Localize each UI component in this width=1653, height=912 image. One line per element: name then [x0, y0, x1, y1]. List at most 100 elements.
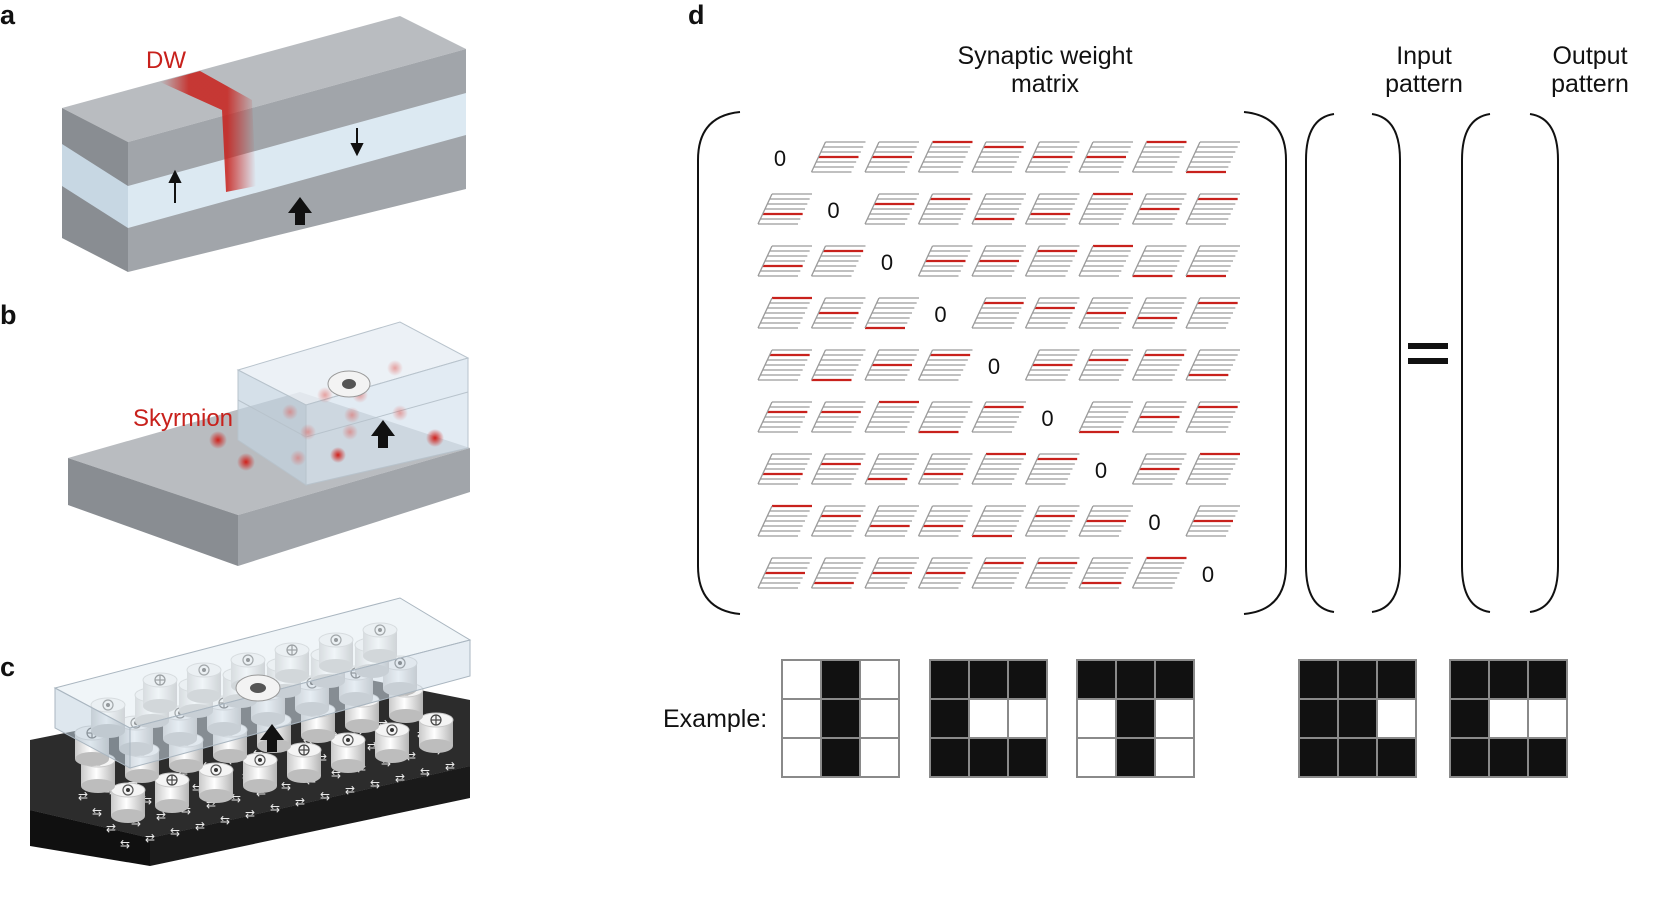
weight-cell-edge	[864, 141, 880, 173]
example-pattern-input	[1298, 659, 1417, 778]
pattern-cell-white	[1527, 698, 1568, 739]
weight-cell	[810, 505, 866, 537]
input-pattern-header-line2: pattern	[1385, 70, 1463, 98]
weight-cell	[1185, 245, 1240, 278]
weight-cell-edge	[810, 453, 827, 485]
panel-c-array-device: ⇆⇄⇆⇄⇆⇄⇆⇄⇆⇄⇆⇄⇆⇄⇄⇆⇄⇆⇄⇆⇄⇆⇄⇆⇄⇆⇄⇆⇆⇄⇆⇄⇆⇄⇆⇄⇆⇄⇆⇄…	[30, 597, 472, 866]
skyrmion-dot-faint	[282, 404, 298, 420]
weight-cell-edge	[757, 401, 773, 433]
pattern-cell-black	[1007, 659, 1048, 700]
nanopillar	[330, 732, 366, 773]
substrate-arrow-icon: ⇄	[106, 821, 116, 835]
pattern-cell-white	[1154, 698, 1195, 739]
weight-cell-edge	[1078, 141, 1094, 173]
pattern-cell-white	[781, 737, 822, 778]
nanopillar-base	[419, 739, 453, 753]
c-read-electrode	[235, 674, 281, 702]
skyrmion-dot-faint	[392, 405, 408, 421]
nanopillar-base	[301, 729, 335, 743]
diagonal-zero: 0	[988, 354, 1000, 379]
sk-glass-layer-line	[237, 399, 307, 438]
substrate-arrow-icon: ⇆	[142, 793, 152, 807]
weight-cell	[757, 245, 812, 277]
diagonal-zero: 0	[881, 250, 893, 275]
pattern-cell-white	[968, 698, 1009, 739]
skyrmion-dot-faint	[317, 387, 333, 403]
weight-cell-edge	[864, 505, 880, 537]
weight-cell	[1078, 192, 1133, 225]
up-arrow-head-icon	[168, 169, 182, 183]
weight-cell	[1024, 557, 1080, 589]
weight-cell-edge	[1131, 297, 1148, 329]
weight-cell	[1078, 297, 1133, 329]
skyrmion-label: Skyrmion	[133, 405, 233, 432]
weight-cell-edge	[1131, 401, 1148, 433]
weight-cell-edge	[757, 557, 773, 589]
weight-cell	[1185, 141, 1240, 174]
weight-cell	[971, 193, 1026, 225]
domain-wall-band	[160, 71, 256, 192]
weight-cell-edge	[864, 557, 880, 589]
nanopillar-base	[111, 809, 145, 823]
weight-cell-edge	[864, 453, 880, 485]
substrate-arrow-icon: ⇆	[92, 805, 102, 819]
nanopillar-base	[287, 769, 321, 783]
weight-cell	[810, 297, 866, 329]
weight-cell	[1131, 193, 1187, 225]
weight-cell	[757, 401, 812, 433]
weight-cell	[1185, 401, 1240, 433]
weight-cell	[1131, 401, 1187, 433]
weight-cell	[1024, 453, 1080, 485]
pattern-cell-black	[1376, 737, 1417, 778]
dw-slab-top-face	[62, 16, 466, 142]
weight-cell	[810, 453, 866, 485]
weight-cell-edge	[810, 297, 827, 329]
pattern-cell-black	[1115, 698, 1156, 739]
sk-glass-side-face	[237, 369, 307, 486]
output-left-bracket	[1461, 113, 1491, 613]
spin-out-of-page-icon-dot	[390, 728, 394, 732]
weight-cell	[971, 141, 1026, 173]
weight-cell-edge	[1078, 297, 1094, 329]
pattern-cell-black	[1376, 659, 1417, 700]
dw-spacer-layer-front	[128, 93, 466, 228]
nanopillar	[110, 782, 146, 823]
weight-cell-edge	[1131, 141, 1148, 173]
weight-cell-edge	[1078, 245, 1094, 277]
weight-cell	[757, 557, 812, 589]
weight-cell-edge	[757, 453, 773, 485]
nanopillar-base	[199, 789, 233, 803]
input-left-bracket	[1305, 113, 1335, 613]
weight-cell	[1131, 349, 1187, 381]
weight-cell-edge	[810, 401, 827, 433]
weight-cell	[757, 349, 812, 381]
matrix-left-bracket	[697, 111, 741, 615]
weight-cell-edge	[1024, 297, 1041, 329]
substrate-arrow-icon: ⇆	[331, 767, 341, 781]
weight-cell	[971, 557, 1026, 589]
weight-cell-edge	[1024, 193, 1041, 225]
spin-out-of-page-icon	[122, 784, 134, 796]
weight-cell	[1185, 349, 1240, 381]
panel-d-letter: d	[688, 0, 705, 30]
diagonal-zero: 0	[1148, 510, 1160, 535]
weight-cell	[917, 245, 973, 277]
weight-cell-edge	[1024, 245, 1041, 277]
weight-cell	[1024, 297, 1080, 329]
diagonal-zero: 0	[1202, 562, 1214, 587]
pattern-cell-black	[1527, 659, 1568, 700]
diagonal-zero: 0	[1095, 458, 1107, 483]
substrate-arrow-icon: ⇄	[345, 783, 355, 797]
output-pattern-header-line1: Output	[1552, 42, 1628, 70]
weight-cell-edge	[1185, 453, 1201, 485]
substrate-arrow-icon: ⇆	[181, 803, 191, 817]
nanopillar-base	[125, 769, 159, 783]
pattern-cell-black	[1298, 698, 1339, 739]
weight-cell-edge	[971, 297, 987, 329]
nanopillar	[374, 722, 410, 763]
c-electrode-dot-icon	[250, 683, 266, 693]
weight-cell	[1078, 557, 1133, 589]
weight-cell	[810, 401, 866, 433]
spin-out-of-page-icon-dot	[214, 768, 218, 772]
